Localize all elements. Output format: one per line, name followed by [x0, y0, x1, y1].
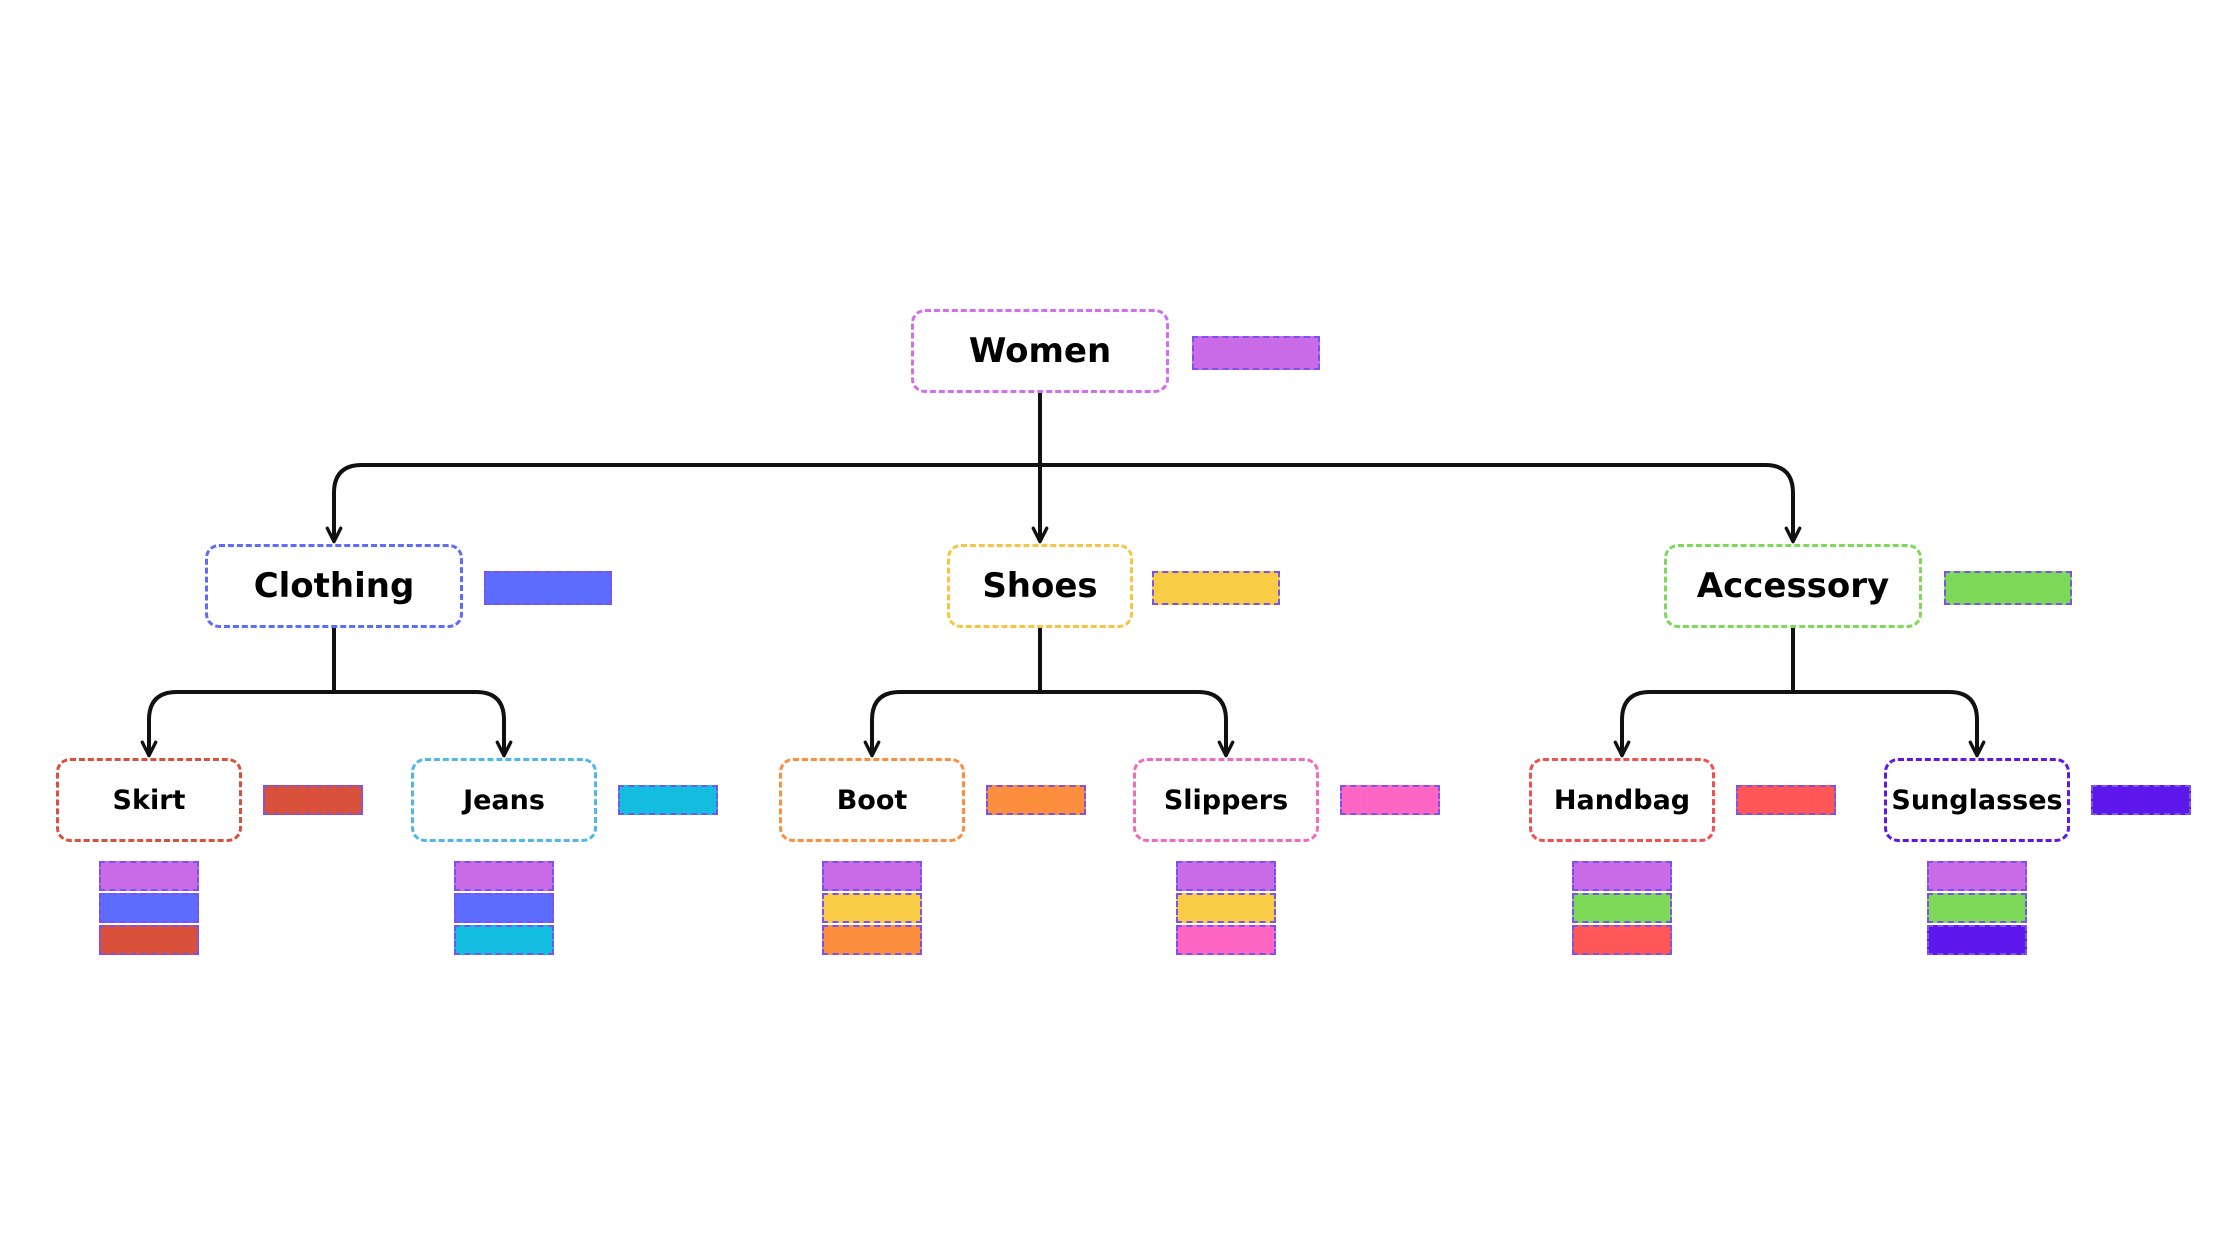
- tag-chip-sunglasses-2: [1927, 893, 2027, 923]
- node-label: Women: [968, 331, 1112, 371]
- node-shoes[interactable]: Shoes: [947, 544, 1133, 628]
- node-label: Handbag: [1553, 784, 1691, 816]
- node-women[interactable]: Women: [911, 309, 1169, 393]
- tag-chip-boot-2: [822, 893, 922, 923]
- edge-shoes-children: [870, 690, 1228, 756]
- node-label: Skirt: [112, 784, 186, 816]
- tag-chip-jeans-2: [454, 893, 554, 923]
- node-clothing[interactable]: Clothing: [205, 544, 463, 628]
- tag-chip-sunglasses-3: [1927, 925, 2027, 955]
- node-label: Boot: [836, 784, 908, 816]
- edge-women-clothing: [325, 463, 1042, 544]
- node-sunglasses[interactable]: Sunglasses: [1884, 758, 2070, 842]
- tag-chip-skirt-2: [99, 893, 199, 923]
- tag-chip-boot-1: [822, 861, 922, 891]
- node-handbag[interactable]: Handbag: [1529, 758, 1715, 842]
- tag-chip-sunglasses-1: [1927, 861, 2027, 891]
- node-boot[interactable]: Boot: [779, 758, 965, 842]
- swatch-sunglasses: [2091, 785, 2191, 815]
- edge-accessory-children: [1620, 690, 1979, 756]
- node-label: Accessory: [1696, 566, 1890, 606]
- swatch-clothing: [484, 571, 612, 605]
- node-skirt[interactable]: Skirt: [56, 758, 242, 842]
- node-jeans[interactable]: Jeans: [411, 758, 597, 842]
- node-label: Clothing: [253, 566, 415, 606]
- node-label: Slippers: [1163, 784, 1289, 816]
- swatch-accessory: [1944, 571, 2072, 605]
- tag-chip-slippers-2: [1176, 893, 1276, 923]
- node-label: Jeans: [463, 784, 545, 816]
- edge-women-accessory: [1038, 463, 1802, 544]
- tag-chip-handbag-1: [1572, 861, 1672, 891]
- tag-chip-jeans-3: [454, 925, 554, 955]
- swatch-slippers: [1340, 785, 1440, 815]
- tag-chip-skirt-3: [99, 925, 199, 955]
- tag-chip-handbag-3: [1572, 925, 1672, 955]
- tag-chip-slippers-3: [1176, 925, 1276, 955]
- node-label: Sunglasses: [1891, 784, 2063, 816]
- node-label: Shoes: [982, 566, 1098, 606]
- tag-chip-boot-3: [822, 925, 922, 955]
- tag-chip-skirt-1: [99, 861, 199, 891]
- node-slippers[interactable]: Slippers: [1133, 758, 1319, 842]
- swatch-shoes: [1152, 571, 1280, 605]
- swatch-jeans: [618, 785, 718, 815]
- swatch-boot: [986, 785, 1086, 815]
- node-accessory[interactable]: Accessory: [1664, 544, 1922, 628]
- swatch-handbag: [1736, 785, 1836, 815]
- root-color-swatch: [1192, 336, 1320, 370]
- swatch-skirt: [263, 785, 363, 815]
- tag-chip-slippers-1: [1176, 861, 1276, 891]
- edge-clothing-children: [147, 690, 506, 756]
- tag-chip-jeans-1: [454, 861, 554, 891]
- tag-chip-handbag-2: [1572, 893, 1672, 923]
